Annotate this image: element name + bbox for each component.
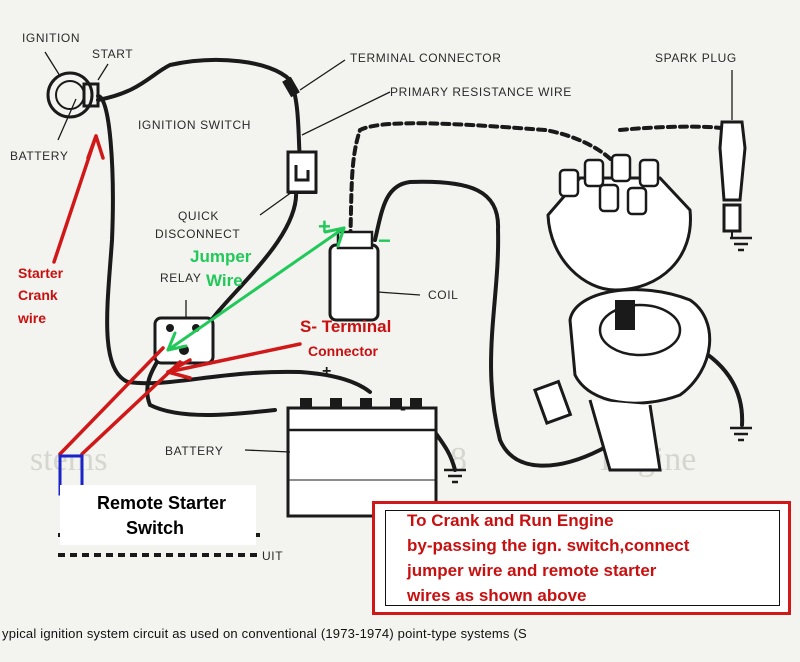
remote-starter-label-line2: Switch bbox=[126, 518, 185, 538]
connector-label: Connector bbox=[308, 343, 379, 359]
label-coil: COIL bbox=[428, 288, 458, 302]
ignition-switch bbox=[44, 51, 109, 141]
spark-plug bbox=[718, 70, 747, 238]
starter-crank-line2: Crank bbox=[18, 287, 58, 303]
note-line-3: jumper wire and remote starter bbox=[407, 561, 657, 580]
label-relay: RELAY bbox=[160, 271, 201, 285]
label-ignition-switch: IGNITION SWITCH bbox=[138, 118, 251, 132]
label-battery: BATTERY bbox=[165, 444, 223, 458]
car-battery bbox=[244, 398, 438, 518]
starter-crank-line3: wire bbox=[17, 310, 46, 326]
label-start: START bbox=[92, 47, 133, 61]
label-terminal-connector: TERMINAL CONNECTOR bbox=[350, 51, 501, 65]
starter-crank-line1: Starter bbox=[18, 265, 64, 281]
battery-plus-sign: + bbox=[322, 363, 331, 380]
coil-plus-sign: + bbox=[318, 214, 331, 239]
note-line-1: To Crank and Run Engine bbox=[407, 511, 614, 530]
red-annotation-wires bbox=[52, 134, 302, 456]
distributor-body bbox=[532, 288, 712, 472]
distributor-cap bbox=[546, 153, 692, 292]
label-spark-plug: SPARK PLUG bbox=[655, 51, 737, 65]
note-line-4: wires as shown above bbox=[407, 586, 587, 605]
quick-disconnect bbox=[259, 150, 318, 216]
starter-relay bbox=[153, 300, 215, 365]
coil-minus-sign: − bbox=[378, 228, 391, 253]
remote-starter-label-line1: Remote Starter bbox=[97, 493, 227, 513]
terminal-connector bbox=[282, 59, 391, 136]
instruction-note-inner-border bbox=[385, 510, 780, 606]
label-ignition: IGNITION bbox=[22, 31, 80, 45]
note-line-2: by-passing the ign. switch,connect bbox=[407, 536, 690, 555]
label-primary-resistance-wire: PRIMARY RESISTANCE WIRE bbox=[390, 85, 572, 99]
jumper-label-line2: Wire bbox=[206, 271, 243, 290]
ground-symbols bbox=[444, 236, 752, 484]
instruction-note-box: To Crank and Run Engine by-passing the i… bbox=[372, 501, 791, 615]
jumper-label-line1: Jumper bbox=[190, 247, 252, 266]
battery-minus-sign: - bbox=[400, 398, 406, 418]
instruction-note-text: To Crank and Run Engine by-passing the i… bbox=[375, 508, 689, 608]
green-jumper-wire bbox=[166, 226, 346, 352]
label-circuit-fragment: UIT bbox=[262, 549, 283, 563]
figure-caption: ypical ignition system circuit as used o… bbox=[2, 626, 527, 641]
label-disconnect: DISCONNECT bbox=[155, 227, 240, 241]
coil bbox=[328, 230, 421, 322]
remote-starter-label-box: Remote Starter Switch bbox=[60, 485, 256, 545]
label-quick: QUICK bbox=[178, 209, 219, 223]
s-terminal-label: S- Terminal bbox=[300, 317, 391, 336]
label-battery-switch: BATTERY bbox=[10, 149, 68, 163]
